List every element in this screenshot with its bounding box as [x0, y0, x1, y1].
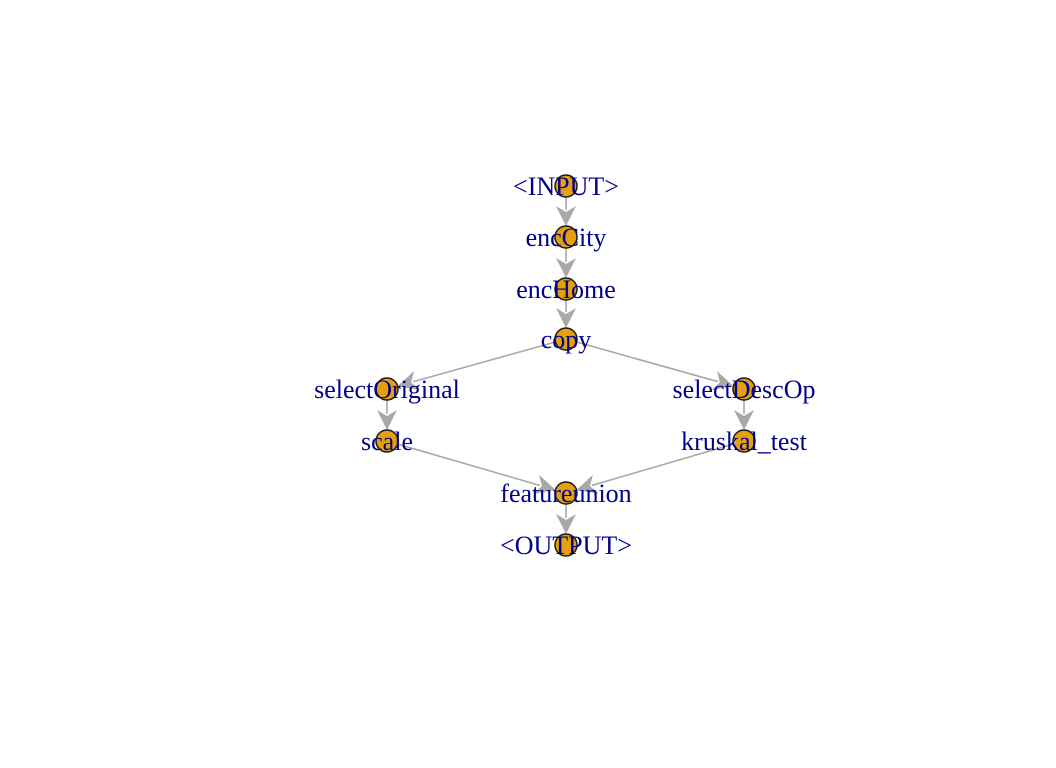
node-label-input: <INPUT>	[513, 172, 619, 201]
edge-enchome-to-copy	[556, 300, 576, 328]
edge-enccity-to-enchome	[556, 248, 576, 278]
node-scale	[375, 429, 399, 453]
node-label-output: <OUTPUT>	[500, 531, 632, 560]
arrowhead	[734, 410, 754, 430]
node-label-copy: copy	[541, 325, 592, 354]
arrowhead	[533, 474, 556, 494]
edge-selectdescop-to-kruskal_test	[734, 400, 754, 430]
edge-scale-to-featureunion	[397, 443, 556, 494]
edge-featureunion-to-output	[556, 504, 576, 534]
node-label-selectdescop: selectDescOp	[673, 375, 816, 404]
arrowhead	[556, 206, 576, 226]
edge-kruskal_test-to-featureunion	[576, 443, 734, 494]
node-label-featureunion: featureunion	[500, 479, 631, 508]
node-input	[554, 174, 578, 198]
node-selectoriginal	[375, 377, 399, 401]
labels-layer: <INPUT> encCity encHome copy selectOriginal s…	[314, 172, 815, 560]
node-label-enchome: encHome	[516, 275, 616, 304]
edge-line	[576, 341, 719, 383]
edge-line	[412, 341, 556, 383]
edges-layer	[377, 197, 754, 534]
arrowhead	[397, 371, 420, 391]
edge-copy-to-selectdescop	[576, 341, 734, 391]
arrowhead	[576, 474, 599, 494]
node-output	[554, 533, 578, 557]
edge-selectoriginal-to-scale	[377, 400, 397, 430]
node-selectdescop	[732, 377, 756, 401]
arrowhead	[377, 410, 397, 430]
edge-copy-to-selectoriginal	[397, 341, 556, 391]
node-label-scale: scale	[361, 427, 413, 456]
edge-line	[397, 443, 541, 487]
edge-line	[591, 443, 734, 487]
node-copy	[554, 327, 578, 351]
arrowhead	[556, 514, 576, 534]
node-kruskal_test	[732, 429, 756, 453]
node-enccity	[554, 225, 578, 249]
arrowhead	[711, 370, 734, 391]
node-label-selectoriginal: selectOriginal	[314, 375, 460, 404]
node-label-enccity: encCity	[526, 223, 607, 252]
node-featureunion	[554, 481, 578, 505]
nodes-layer	[375, 174, 756, 557]
node-enchome	[554, 277, 578, 301]
edge-input-to-enccity	[556, 197, 576, 226]
arrowhead	[556, 258, 576, 278]
node-label-kruskal_test: kruskal_test	[681, 427, 807, 456]
arrowhead	[556, 308, 576, 328]
